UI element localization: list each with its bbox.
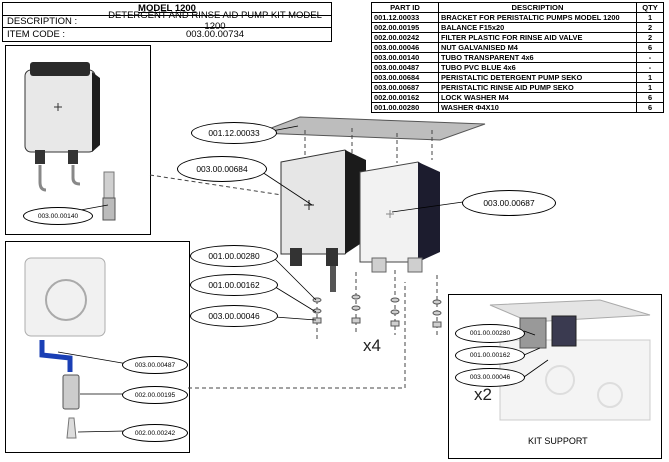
callout-tube-transparent: 003.00.00140 bbox=[23, 207, 93, 225]
callout-kit-washer: 001.00.00280 bbox=[455, 324, 525, 343]
description-value: DETERGENT AND RINSE AID PUMP KIT MODEL 1… bbox=[108, 10, 322, 33]
callout-lock-washer: 001.00.00162 bbox=[190, 274, 278, 296]
callout-filter: 002.00.00242 bbox=[122, 424, 188, 442]
callout-balance: 002.00.00195 bbox=[122, 386, 188, 404]
quantity-multiplier-main: x4 bbox=[363, 336, 381, 355]
description-row: DESCRIPTION : DETERGENT AND RINSE AID PU… bbox=[3, 10, 331, 32]
detergent-pump-drawing bbox=[280, 149, 366, 292]
callout-nut: 003.00.00046 bbox=[190, 305, 278, 327]
model-title: MODEL 1200 bbox=[3, 3, 331, 16]
qty-cell: 6 bbox=[636, 102, 664, 113]
callout-tube-blue: 003.00.00487 bbox=[122, 356, 188, 374]
callout-bracket: 001.12.00033 bbox=[191, 122, 277, 144]
item-code-row: ITEM CODE : 003.00.00734 bbox=[3, 28, 331, 41]
callout-kit-lock-washer: 001.00.00162 bbox=[455, 346, 525, 365]
detail-pump-drawing bbox=[24, 62, 116, 221]
callout-rinse-pump: 003.00.00687 bbox=[462, 190, 556, 216]
rinse-aid-pump-drawing bbox=[359, 161, 440, 273]
callout-detergent-pump: 003.00.00684 bbox=[177, 156, 267, 182]
title-block: MODEL 1200 DESCRIPTION : DETERGENT AND R… bbox=[2, 2, 332, 42]
kit-support-label: KIT SUPPORT bbox=[528, 436, 588, 446]
description-label: DESCRIPTION : bbox=[7, 15, 78, 27]
detail-tubing-drawing bbox=[24, 257, 106, 439]
quantity-multiplier-kit: x2 bbox=[474, 385, 492, 404]
callout-washer: 001.00.00280 bbox=[190, 245, 278, 267]
callout-kit-nut: 003.00.00046 bbox=[455, 368, 525, 387]
item-code-value: 003.00.00734 bbox=[185, 28, 245, 40]
item-code-label: ITEM CODE : bbox=[7, 28, 66, 40]
kit-support-drawing bbox=[489, 299, 651, 421]
